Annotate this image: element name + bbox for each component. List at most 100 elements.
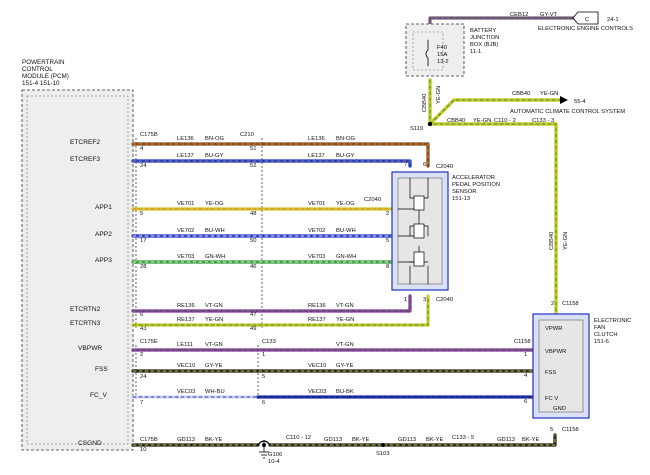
ceb12-color: GY-VT: [540, 12, 558, 18]
circuit-ve701: VE701: [177, 201, 194, 207]
ref-acc-text: AUTOMATIC CLIMATE CONTROL SYSTEM: [510, 109, 625, 115]
battery-junction-box[interactable]: [405, 23, 465, 77]
circuit-re137-r-color: YE-GN: [336, 317, 354, 323]
splice-g106: [262, 443, 266, 447]
circuit-ve703-color: GN-WH: [205, 254, 225, 260]
apps-pin-7: 7: [404, 162, 407, 168]
signal-app1: APP1: [95, 204, 112, 211]
circuit-ve703-r-color: GN-WH: [336, 254, 356, 260]
circuit-vec10-r-color: GY-YE: [336, 363, 354, 369]
c133-3-label: C133 - 3: [532, 118, 554, 124]
circuit-re136-r-color: VT-GN: [336, 303, 354, 309]
connector-c210: C210: [240, 132, 254, 138]
circuit-le136-color: BN-OG: [205, 136, 224, 142]
circuit-le136: LE136: [177, 136, 194, 142]
circuit-re136-color: VT-GN: [205, 303, 223, 309]
circuit-gd113-mid: GD113: [324, 437, 342, 443]
accelerator-pedal-sensor[interactable]: [391, 171, 449, 291]
wire-re136[interactable]: [131, 294, 412, 313]
wire-gd113[interactable]: [131, 433, 557, 447]
fan-title-1: ELECTRONIC: [594, 318, 631, 324]
c133-5-label: C133 - 5: [452, 435, 474, 441]
ref-arrow-ecm[interactable]: [572, 11, 599, 25]
circuit-le137: LE137: [177, 153, 194, 159]
splice-s119-label: S119: [410, 126, 423, 132]
apps-title-3: SENSOR: [452, 189, 476, 195]
pcm-title-line3: MODULE (PCM): [22, 73, 69, 80]
yegn-label-vert-top: YE-GN: [436, 86, 442, 104]
circuit-le136-r: LE136: [308, 136, 325, 142]
apps-pin-8: 8: [386, 264, 389, 270]
pcm-pin-etcrtn2: 6: [140, 312, 143, 318]
fan-pin-5: 5: [550, 427, 553, 433]
circuit-vec10-r: VEC10: [308, 363, 326, 369]
circuit-le111-r-color: VT-GN: [336, 342, 354, 348]
signal-fss: FSS: [95, 366, 108, 373]
circuit-ve703: VE703: [177, 254, 194, 260]
circuit-vec03-r: VEC03: [308, 389, 326, 395]
yegn-label-vert-side: YE-GN: [563, 232, 569, 250]
cbb40-label-vert-side: CBB40: [549, 232, 555, 250]
c210-pin-48: 48: [250, 211, 256, 217]
cbb40-label-mid: CBB40: [447, 118, 465, 124]
pcm-pin-etcref2: 4: [140, 146, 144, 152]
circuit-ve702-color: BU-WH: [205, 228, 225, 234]
signal-csgnd: CSGND: [78, 440, 102, 447]
wire-le137[interactable]: [131, 159, 412, 168]
circuit-ve702-r: VE702: [308, 228, 325, 234]
pcm-module[interactable]: [21, 89, 134, 451]
c210-pin-52: 52: [250, 163, 256, 169]
connector-c175b-bottom: C175B: [140, 437, 158, 443]
signal-app3: APP3: [95, 257, 112, 264]
cbb40-label-vert-top: CBB40: [422, 94, 428, 112]
circuit-vec03-color: WH-BU: [205, 389, 225, 395]
circuit-ve701-r: VE701: [308, 201, 325, 207]
apps-title-1: ACCELERATOR: [452, 175, 495, 181]
circuit-vec03-r-color: BU-BK: [336, 389, 354, 395]
wire-le136[interactable]: [131, 142, 430, 168]
pcm-pin-vbpwr: 2: [140, 352, 143, 358]
circuit-le111: LE111: [177, 342, 193, 348]
signal-fc-v: FC_V: [90, 392, 107, 399]
apps-pin-2: 2: [386, 211, 389, 217]
ref-acc-page: 55-4: [574, 99, 586, 105]
ceb12-id: CEB12: [510, 12, 528, 18]
signal-etcrtn3: ETCRTN3: [70, 320, 101, 327]
pcm-pin-csgnd: 10: [140, 447, 146, 453]
splice-s119: [427, 121, 433, 127]
c210-pin-50: 50: [250, 238, 256, 244]
c110-2-label: C110 - 2: [494, 118, 516, 124]
pcm-pin-fss: 24: [140, 374, 147, 380]
circuit-vec10: VEC10: [177, 363, 195, 369]
fan-pin-vpwr: VPWR: [545, 326, 562, 332]
apps-c2040-bottom: C2040: [436, 297, 453, 303]
apps-c2040-left: C2040: [364, 197, 381, 203]
circuit-re136: RE136: [177, 303, 195, 309]
fan-pin-2: 2: [551, 301, 554, 307]
electronic-fan-clutch[interactable]: [532, 313, 590, 419]
wire-cbb40[interactable]: [428, 78, 562, 322]
ref-ecm-letter: C: [585, 17, 589, 23]
wire-re137[interactable]: [131, 294, 430, 327]
fan-pin-6: 6: [524, 399, 527, 405]
apps-title-4: 151-13: [452, 196, 470, 202]
circuit-gd113-right-color: BK-YE: [426, 437, 444, 443]
signal-etcref3: ETCREF3: [70, 156, 100, 163]
bjb-title-3: BOX (BJB): [470, 42, 498, 48]
splice-s103: [381, 443, 385, 447]
fuse-f40-label: F40: [437, 45, 447, 51]
circuit-ve701-color: YE-OG: [205, 201, 224, 207]
fan-title-2: FAN: [594, 325, 605, 331]
apps-pin-5: 5: [386, 238, 389, 244]
circuit-gd113-mid-color: BK-YE: [352, 437, 370, 443]
ref-ecm-text: ELECTRONIC ENGINE CONTROLS: [538, 26, 633, 32]
ground-g106-label: G106: [268, 452, 282, 458]
fan-pin-gnd: GND: [553, 406, 566, 412]
circuit-gd113-end: GD113: [497, 437, 515, 443]
cbb40-color-mid: YE-GN: [473, 118, 491, 124]
ref-arrow-acc[interactable]: [560, 96, 568, 104]
signal-etcrtn2: ETCRTN2: [70, 306, 101, 313]
pcm-title-line2: CONTROL: [22, 66, 53, 73]
c210-pin-49: 49: [250, 326, 256, 332]
